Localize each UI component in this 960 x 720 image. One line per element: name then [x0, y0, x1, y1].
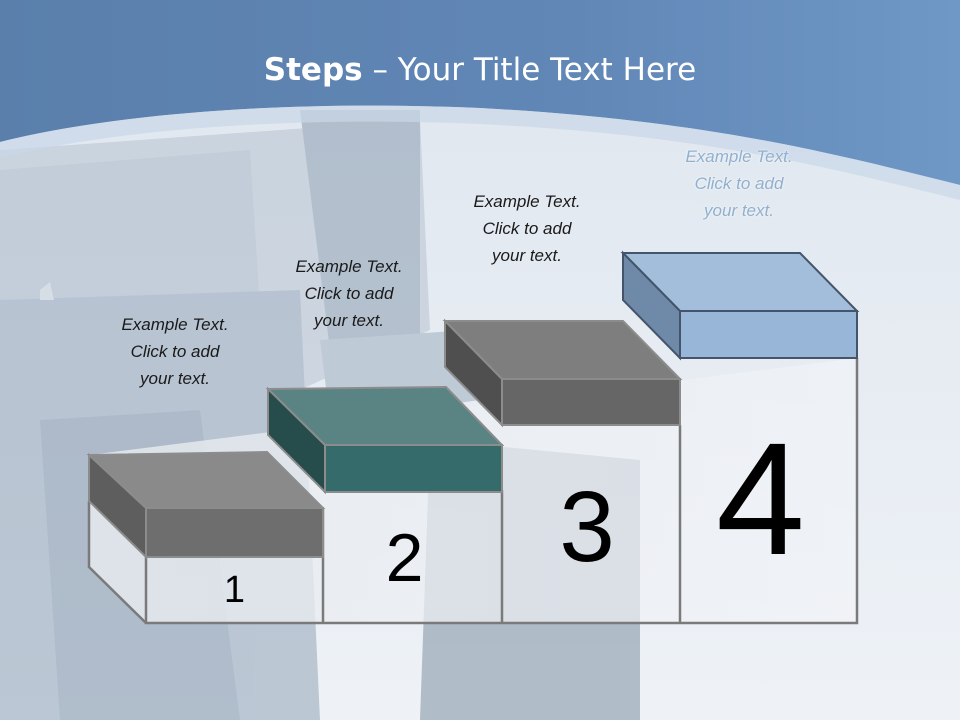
caption-line: Click to add [482, 219, 572, 238]
caption-line: Click to add [130, 342, 220, 361]
caption-line: Example Text. [295, 257, 403, 276]
step-block-4 [620, 250, 860, 361]
slide-title[interactable]: Steps – Your Title Text Here [0, 52, 960, 88]
caption-line: your text. [704, 201, 774, 220]
step-1-number: 1 [223, 569, 246, 611]
step-3-number: 3 [559, 471, 615, 583]
caption-line: your text. [140, 369, 210, 388]
step-3-caption[interactable]: Example Text. Click to add your text. [442, 188, 612, 269]
step-2-number: 2 [385, 520, 424, 596]
step-2-caption[interactable]: Example Text. Click to add your text. [264, 253, 434, 334]
caption-line: Example Text. [473, 192, 581, 211]
step-4-number: 4 [716, 409, 805, 588]
title-rest: – Your Title Text Here [362, 52, 697, 88]
step-4-caption[interactable]: Example Text. Click to add your text. [654, 143, 824, 224]
caption-line: Example Text. [121, 315, 229, 334]
step-1-caption[interactable]: Example Text. Click to add your text. [90, 311, 260, 392]
step-block-2 [265, 385, 505, 495]
caption-line: your text. [314, 311, 384, 330]
step-block-1 [86, 450, 326, 560]
step-block-3 [442, 318, 683, 428]
title-bold: Steps [263, 52, 363, 88]
caption-line: Click to add [304, 284, 394, 303]
header-swoosh [0, 105, 960, 200]
caption-line: Example Text. [685, 147, 793, 166]
caption-line: your text. [492, 246, 562, 265]
header-band [0, 0, 960, 185]
caption-line: Click to add [694, 174, 784, 193]
